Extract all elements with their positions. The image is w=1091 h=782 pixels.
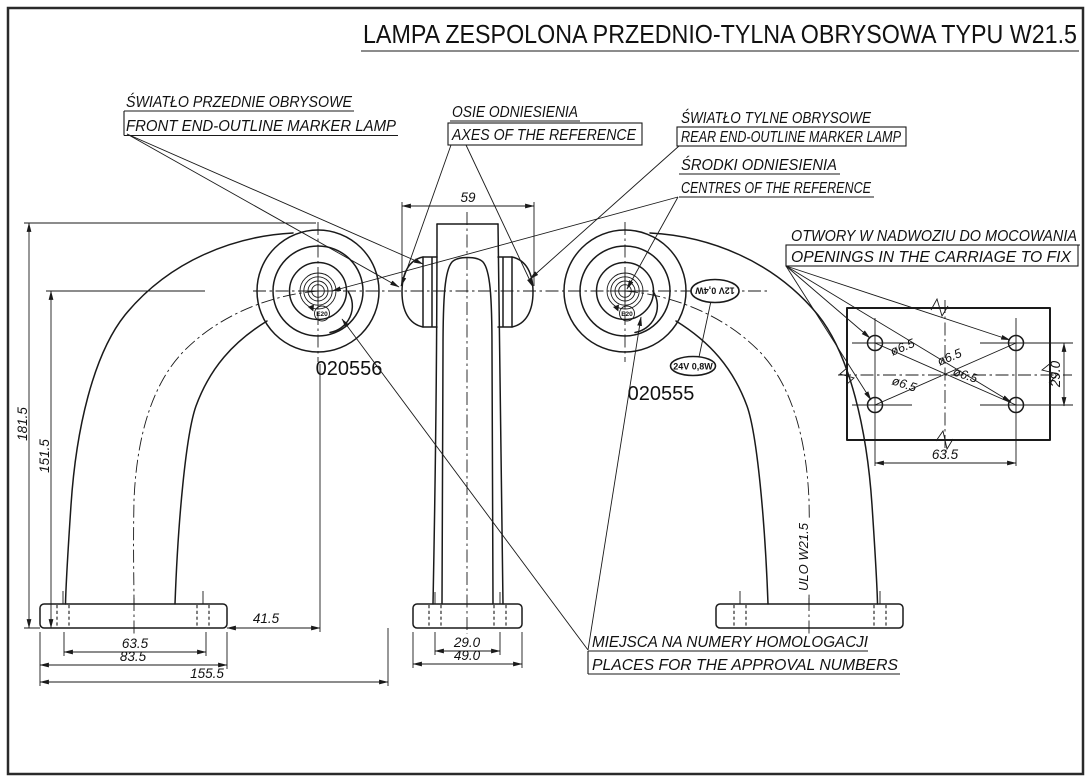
front-lamp-approval-area: E20 — [308, 291, 354, 334]
hole-dia-label-3: ø6.5 — [890, 374, 918, 395]
callout-rear-lamp: ŚWIATŁO TYLNE OBRYSOWE REAR END-OUTLINE … — [676, 108, 907, 147]
dim-width-total: 155.5 — [190, 666, 224, 681]
dim-pillar-stem-width: 29.0 — [453, 635, 481, 650]
leader-lines — [126, 133, 1012, 651]
callout-openings-en: OPENINGS IN THE CARRIAGE TO FIX — [791, 249, 1072, 266]
bulb-rating-24v: 24V 0,8W — [673, 362, 713, 372]
dim-hole-pitch-lamp: 63.5 — [122, 636, 149, 651]
callout-rear-pl: ŚWIATŁO TYLNE OBRYSOWE — [681, 108, 871, 127]
bulb-rating-12v: 12V 0,4W — [695, 286, 735, 296]
pillar-side-view — [401, 212, 534, 634]
callout-approval-pl: MIEJSCA NA NUMERY HOMOLOGACJI — [592, 634, 869, 651]
approval-mark-rear: E20 — [621, 311, 633, 318]
callout-front-lamp: ŚWIATŁO PRZEDNIE OBRYSOWE FRONT END-OUTL… — [123, 92, 398, 137]
dim-height-to-axis: 151.5 — [37, 439, 52, 473]
page-title: LAMPA ZESPOLONA PRZEDNIO-TYLNA OBRYSOWA … — [363, 19, 1077, 49]
callout-openings: OTWORY W NADWOZIU DO MOCOWANIA OPENINGS … — [785, 228, 1080, 267]
part-number-front: 020556 — [316, 358, 383, 380]
callout-centres-pl: ŚRODKI ODNIESIENIA — [681, 155, 837, 174]
lamp-type-label: ULO W21.5 — [796, 522, 811, 591]
callout-openings-pl: OTWORY W NADWOZIU DO MOCOWANIA — [791, 228, 1077, 245]
dim-base-to-axis: 41.5 — [253, 611, 280, 626]
front-lamp-view — [39, 221, 380, 635]
approval-mark-front: E20 — [316, 311, 328, 318]
dimensions-front-lamp: 181.5 151.5 41.5 63.5 83.5 155.5 — [15, 222, 389, 686]
callout-centres: ŚRODKI ODNIESIENIA CENTRES OF THE REFERE… — [679, 155, 874, 198]
dim-hole-spacing-h: 63.5 — [932, 447, 959, 462]
callout-front-pl: ŚWIATŁO PRZEDNIE OBRYSOWE — [126, 92, 352, 111]
callout-axes-pl: OSIE ODNIESIENIA — [452, 104, 578, 121]
dim-height-total: 181.5 — [15, 407, 30, 441]
ulo-label-backing — [795, 520, 815, 594]
callout-approval-places: MIEJSCA NA NUMERY HOMOLOGACJI PLACES FOR… — [587, 634, 900, 675]
dimensions-pillar: 59 29.0 49.0 — [401, 190, 535, 668]
callout-axes-en: AXES OF THE REFERENCE — [451, 127, 636, 144]
part-number-rear: 020555 — [628, 383, 695, 405]
bulb-ratings: 12V 0,4W 24V 0,8W — [669, 278, 740, 377]
callout-approval-en: PLACES FOR THE APPROVAL NUMBERS — [592, 657, 898, 674]
title-block: LAMPA ZESPOLONA PRZEDNIO-TYLNA OBRYSOWA … — [361, 19, 1079, 52]
callout-axes: OSIE ODNIESIENIA AXES OF THE REFERENCE — [447, 104, 643, 146]
rear-lamp-approval-area: E20 — [613, 291, 659, 334]
sheet-border — [6, 6, 1085, 776]
dim-pillar-base-width: 49.0 — [454, 648, 481, 663]
dim-base-width: 83.5 — [120, 649, 147, 664]
callout-front-en: FRONT END-OUTLINE MARKER LAMP — [126, 118, 396, 135]
dim-lens-span: 59 — [460, 190, 476, 205]
callout-centres-en: CENTRES OF THE REFERENCE — [681, 180, 871, 197]
mounting-plate-detail: ø6.5 ø6.5 ø6.5 ø6.5 29.0 63.5 — [838, 297, 1073, 466]
dim-hole-spacing-v: 29.0 — [1048, 360, 1063, 388]
callout-rear-en: REAR END-OUTLINE MARKER LAMP — [681, 129, 901, 146]
